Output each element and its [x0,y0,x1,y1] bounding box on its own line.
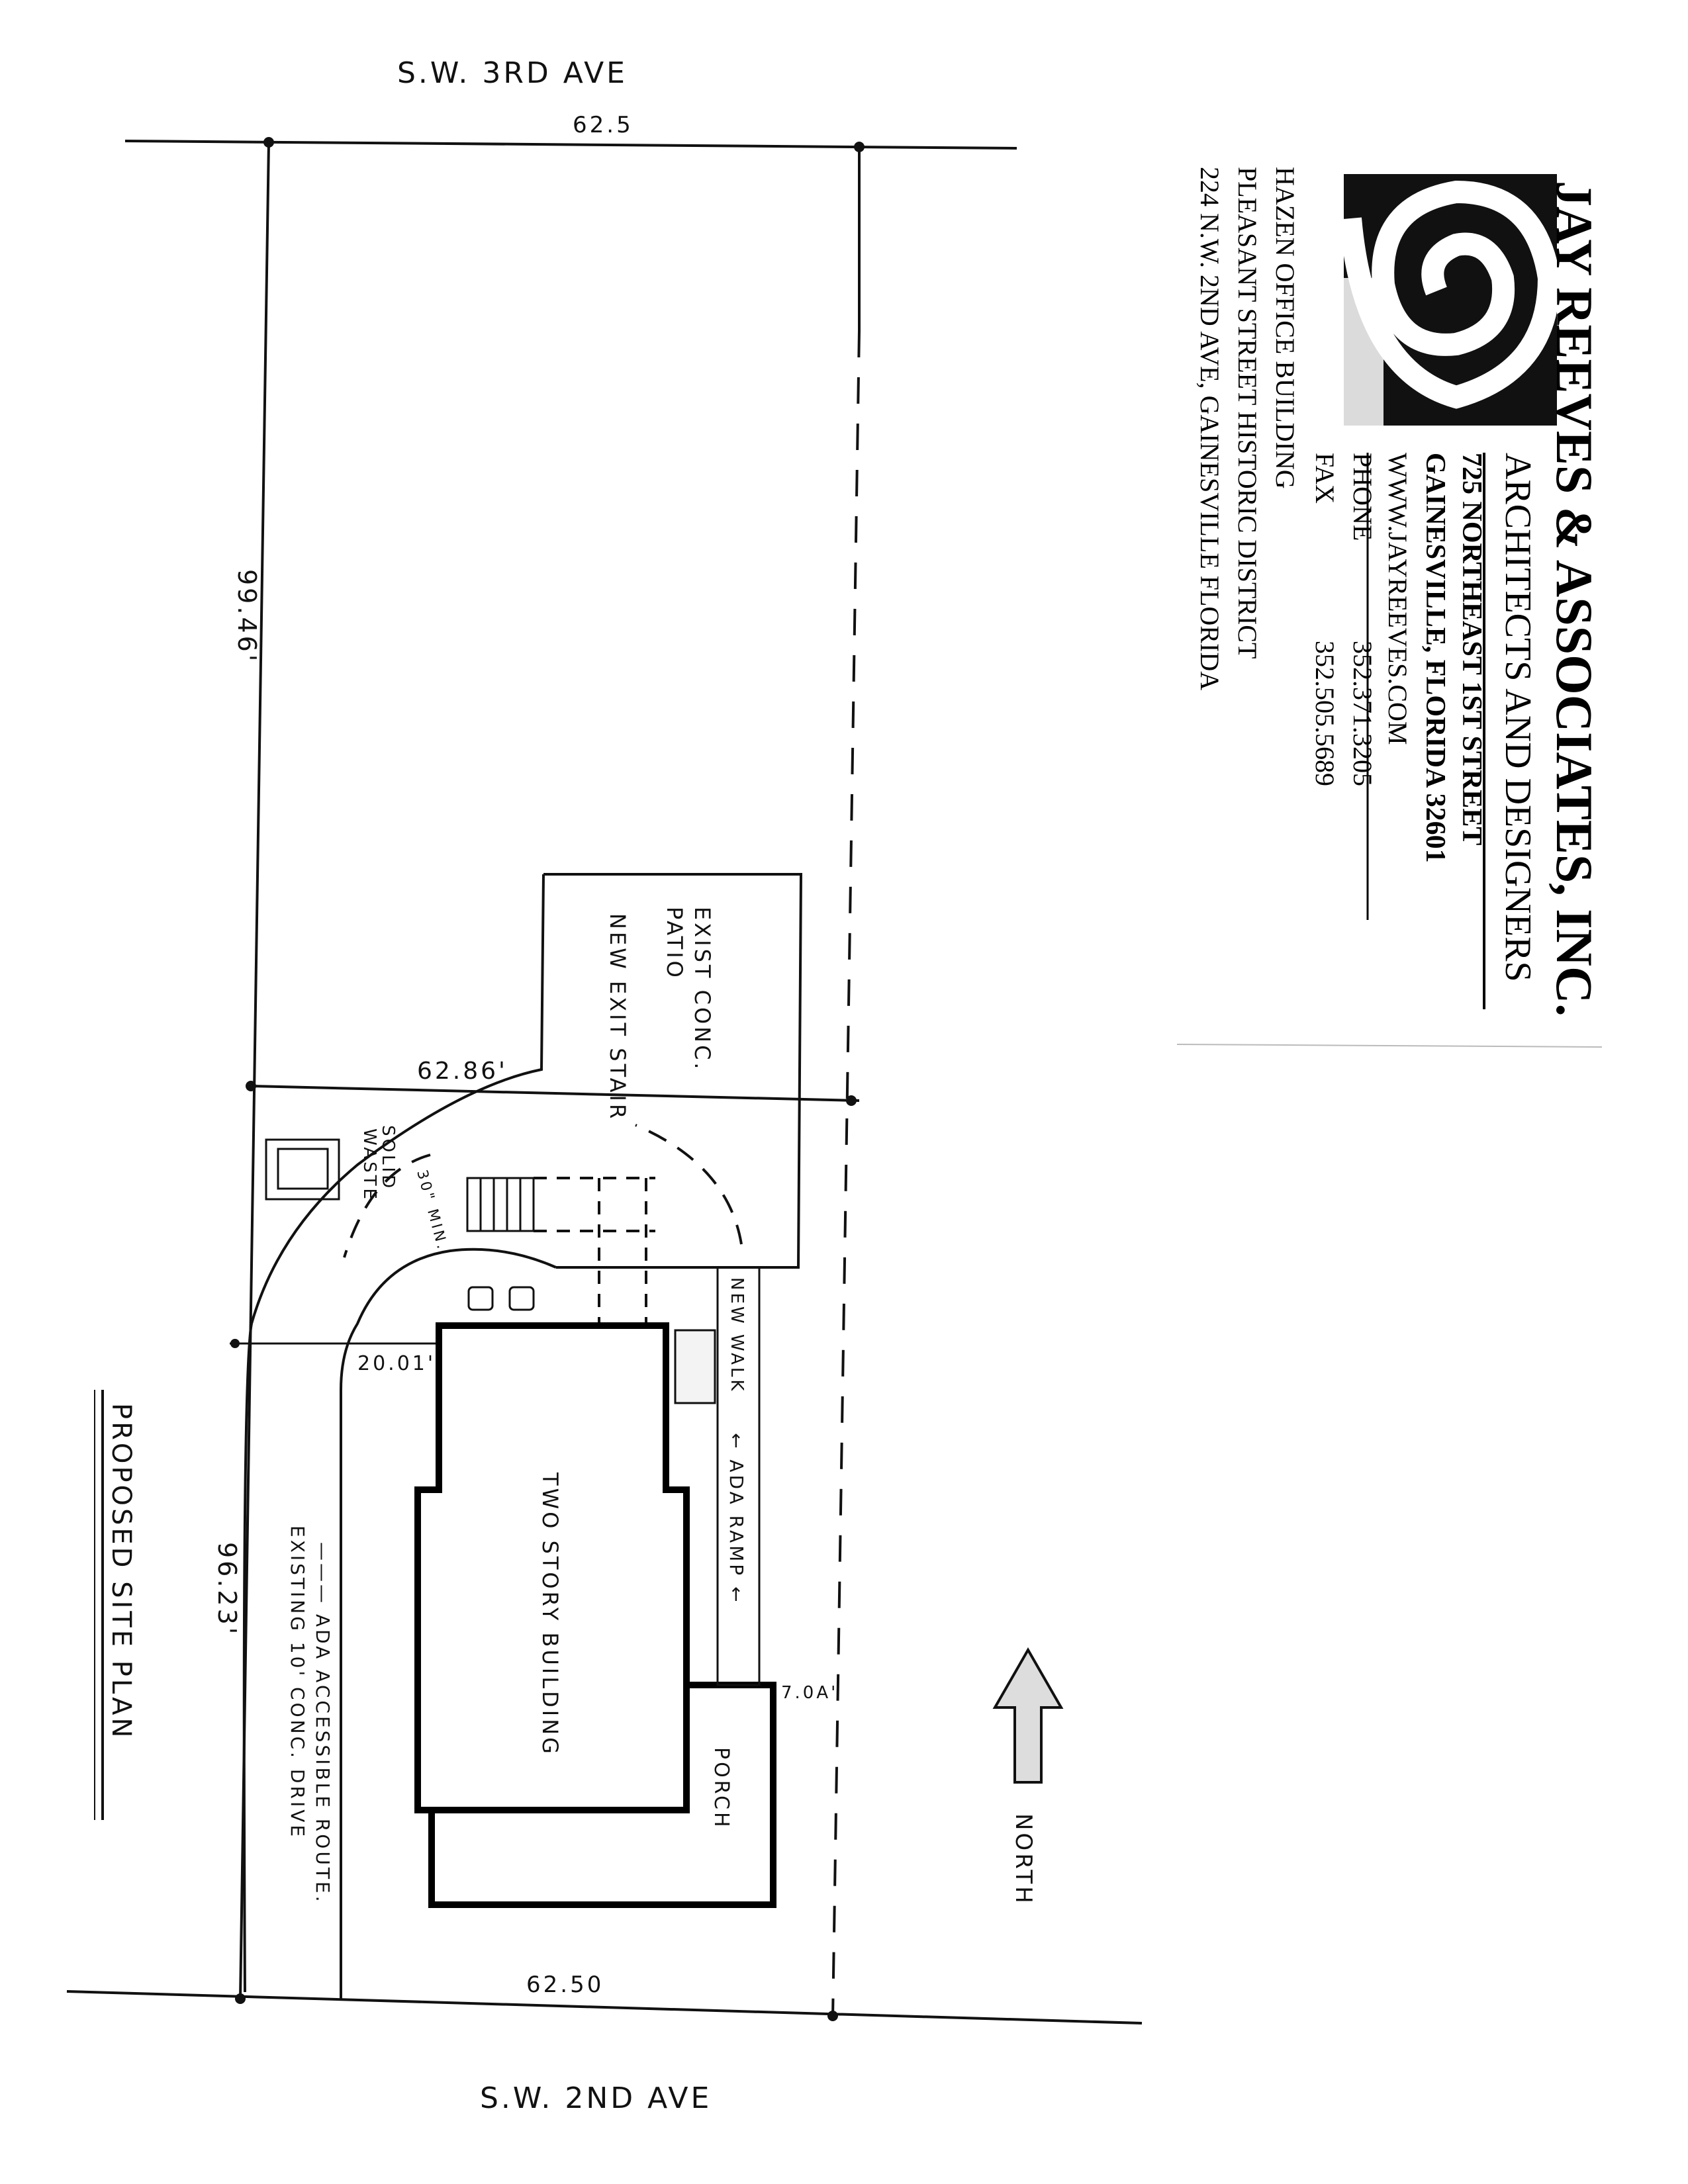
east-property-line-dashed [831,330,861,2019]
dim-top: 62.5 [573,112,633,138]
patio-label-1: EXIST CONC. [690,907,715,1072]
drive-inner-edge [340,1248,557,1999]
porch-label: PORCH [710,1747,733,1830]
north-property-line [124,140,1017,150]
min-clearance-label: 30" MIN. [413,1168,451,1253]
dim-left-lower: 96.23' [212,1542,242,1637]
plan-title: PROPOSED SITE PLAN [106,1403,136,1740]
entry-landing [674,1329,716,1404]
firm-logo [1339,174,1561,426]
title-block-divider [1176,1044,1603,1048]
firm-website: WWW.JAYREEVES.COM [1383,453,1413,745]
drive-label: EXISTING 10' CONC. DRIVE [287,1525,308,1839]
project-name: HAZEN OFFICE BUILDING [1270,167,1300,489]
dim-porch: 7.0A' [781,1683,838,1703]
south-property-line [66,1990,1143,2025]
street-bottom: S.W. 2ND AVE [480,2081,712,2115]
north-label: NORTH [1010,1813,1037,1906]
firm-subtitle: ARCHITECTS AND DESIGNERS [1497,453,1538,982]
building-label: TWO STORY BUILDING [538,1472,563,1756]
street-top: S.W. 3RD AVE [397,56,628,90]
dim-left-upper: 99.46' [232,569,261,664]
solid-waste-label-2: WASTE [359,1128,379,1202]
exit-stair [343,1124,743,1326]
firm-address-1: 725 NORTHEAST 1ST STREET [1456,453,1487,845]
project-district: PLEASANT STREET HISTORIC DISTRICT [1233,167,1262,659]
existing-patio [242,873,803,1993]
fax-number: 352.505.5689 [1310,641,1340,786]
planter [467,1286,494,1311]
solid-waste-label-1: SOLID [378,1125,398,1191]
dumpster [277,1148,329,1190]
phone-number: 352.371.3205 [1348,641,1378,786]
property-lines [66,137,1143,2025]
north-arrow-icon [992,1647,1064,1784]
dim-setback: 20.01' [357,1352,436,1375]
two-story-building [414,1322,690,1813]
patio-label-2: PATIO [662,907,687,980]
dim-middle: 62.86' [417,1058,508,1085]
planter [508,1286,535,1311]
solid-waste-enclosure [265,1138,340,1201]
ada-ramp-label: ← ADA RAMP ← [726,1433,747,1605]
dim-bottom: 62.50 [526,1972,604,1998]
new-walk-label: NEW WALK [727,1277,747,1393]
firm-name: JAY REEVES & ASSOCIATES, INC. [1546,181,1603,1017]
phone-label: PHONE [1348,453,1378,541]
ada-route-label: ——— ADA ACCESSIBLE ROUTE. [312,1542,334,1905]
project-address: 224 N.W. 2ND AVE, GAINESVILLE FLORIDA [1195,167,1225,690]
new-walk-ramp [716,1266,761,1686]
fax-label: FAX [1310,453,1340,504]
lot-division-line [250,1085,860,1102]
exit-stair-label: NEW EXIT STAIR [605,913,630,1121]
firm-address-2: GAINESVILLE, FLORIDA 32601 [1420,453,1450,863]
